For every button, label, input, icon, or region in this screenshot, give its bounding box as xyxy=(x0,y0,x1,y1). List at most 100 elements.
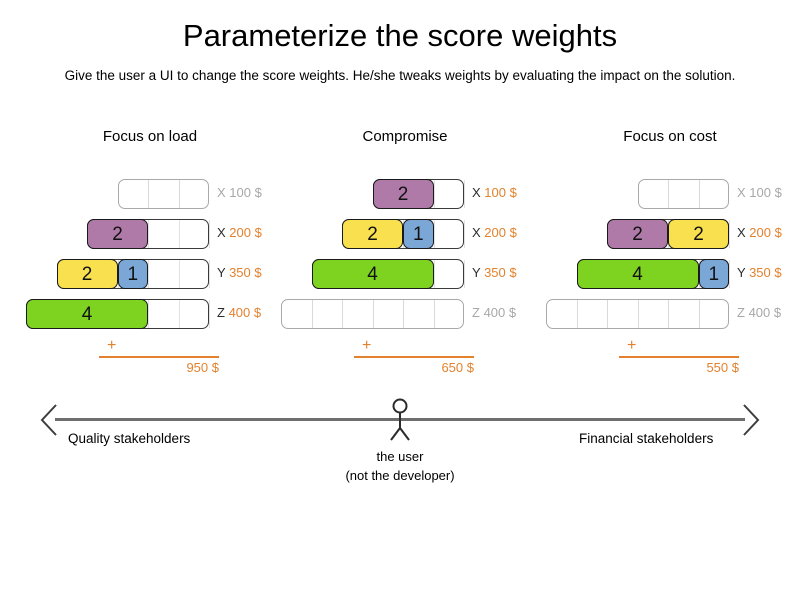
weight-slot[interactable] xyxy=(435,260,465,288)
total-plus-sign: + xyxy=(627,337,637,354)
weight-slot[interactable] xyxy=(119,180,149,208)
weight-slider-track[interactable]: 2 xyxy=(372,179,465,209)
weight-row: 2 X 200 $ xyxy=(20,214,280,254)
weight-slot[interactable] xyxy=(374,300,404,328)
weight-row-amount: 100 $ xyxy=(749,185,782,200)
total-rule xyxy=(99,356,219,358)
weight-slider-track[interactable]: 4 xyxy=(311,259,465,289)
weight-row-amount: 400 $ xyxy=(748,305,782,320)
weight-block[interactable]: 2 xyxy=(87,219,148,249)
weight-slot[interactable] xyxy=(404,220,435,248)
weight-slot[interactable] xyxy=(700,180,731,208)
weight-slot[interactable] xyxy=(282,300,313,328)
weight-row-amount: 100 $ xyxy=(484,185,517,200)
total-value: 550 $ xyxy=(706,359,739,375)
weight-block[interactable]: 4 xyxy=(576,259,699,289)
total-rule xyxy=(619,356,739,358)
weight-block[interactable]: 2 xyxy=(372,179,434,209)
weight-row-amount: 350 $ xyxy=(229,265,262,280)
weight-slot[interactable] xyxy=(404,260,435,288)
weight-slot[interactable] xyxy=(149,180,180,208)
weight-slot[interactable] xyxy=(435,220,465,248)
weight-row-key: X xyxy=(737,185,750,200)
scenario-total: +650 $ xyxy=(354,337,474,375)
weight-row-key: Z xyxy=(472,305,484,320)
weight-slot[interactable] xyxy=(404,300,435,328)
weight-slot[interactable] xyxy=(180,220,210,248)
weight-row-amount: 200 $ xyxy=(484,225,517,240)
weight-slot[interactable] xyxy=(313,300,343,328)
scenario-column-header: Compromise xyxy=(362,128,448,145)
weight-slot[interactable] xyxy=(180,300,210,328)
weight-slot[interactable] xyxy=(547,300,578,328)
weight-row-label: Y 350 $ xyxy=(737,265,782,280)
weight-slot[interactable] xyxy=(119,260,149,288)
weight-slider-track[interactable]: 4 xyxy=(26,299,210,329)
total-rule xyxy=(354,356,474,358)
total-plus-sign: + xyxy=(362,337,372,354)
weight-row: Z 400 $ xyxy=(275,294,535,334)
weight-block[interactable]: 2 xyxy=(56,259,118,289)
weight-block[interactable]: 1 xyxy=(698,259,729,289)
weight-block[interactable]: 2 xyxy=(668,219,729,249)
weight-slot[interactable] xyxy=(435,300,466,328)
weight-block[interactable]: 1 xyxy=(117,259,148,289)
weight-slot[interactable] xyxy=(639,180,669,208)
weight-slot[interactable] xyxy=(669,300,700,328)
weight-slot[interactable] xyxy=(435,180,465,208)
axis-label-right: Financial stakeholders xyxy=(579,431,714,446)
weight-slot[interactable] xyxy=(149,220,180,248)
weight-block[interactable]: 2 xyxy=(607,219,668,249)
weight-slot[interactable] xyxy=(149,300,180,328)
weight-slot[interactable] xyxy=(700,300,731,328)
weight-slot[interactable] xyxy=(119,300,149,328)
weight-slot[interactable] xyxy=(119,220,149,248)
weight-slider-track[interactable] xyxy=(117,179,211,209)
weight-block[interactable]: 4 xyxy=(26,299,148,329)
stakeholder-spectrum: Quality stakeholders Financial stakehold… xyxy=(0,395,800,515)
weight-row-amount: 100 $ xyxy=(229,185,262,200)
figure-caption-line-1: the user xyxy=(376,449,424,464)
weight-slot[interactable] xyxy=(608,300,639,328)
weight-slider-track[interactable]: 2 xyxy=(87,219,210,249)
weight-row: 2 X 100 $ xyxy=(275,174,535,214)
weight-block[interactable]: 1 xyxy=(403,219,434,249)
weight-slot[interactable] xyxy=(149,260,180,288)
weight-slot[interactable] xyxy=(700,220,730,248)
weight-slot[interactable] xyxy=(343,300,374,328)
weight-row-label: X 100 $ xyxy=(737,185,782,200)
weight-slot[interactable] xyxy=(700,260,730,288)
weight-slot[interactable] xyxy=(404,180,435,208)
weight-row-label: X 200 $ xyxy=(217,225,262,240)
weight-slot[interactable] xyxy=(180,180,211,208)
weight-block[interactable]: 2 xyxy=(342,219,403,249)
weight-slider-track[interactable] xyxy=(281,299,464,329)
scenario-column-header: Focus on cost xyxy=(623,128,717,145)
weight-slider-track[interactable] xyxy=(637,179,731,209)
weight-row-amount: 400 $ xyxy=(228,305,262,320)
weight-slot[interactable] xyxy=(180,260,210,288)
weight-slot[interactable] xyxy=(639,300,669,328)
weight-row-key: X xyxy=(472,185,485,200)
weight-slot[interactable] xyxy=(669,180,700,208)
weight-slot[interactable] xyxy=(578,300,608,328)
scenario-total: +550 $ xyxy=(619,337,739,375)
figure-caption: the user (not the developer) xyxy=(250,447,550,485)
axis-label-left: Quality stakeholders xyxy=(68,431,191,446)
weight-slider-track[interactable] xyxy=(546,299,729,329)
weight-row-label: X 200 $ xyxy=(737,225,782,240)
weight-row-label: Y 350 $ xyxy=(472,265,517,280)
weight-block[interactable]: 4 xyxy=(311,259,434,289)
weight-row-amount: 400 $ xyxy=(483,305,517,320)
weight-row: Z 400 $ xyxy=(540,294,800,334)
